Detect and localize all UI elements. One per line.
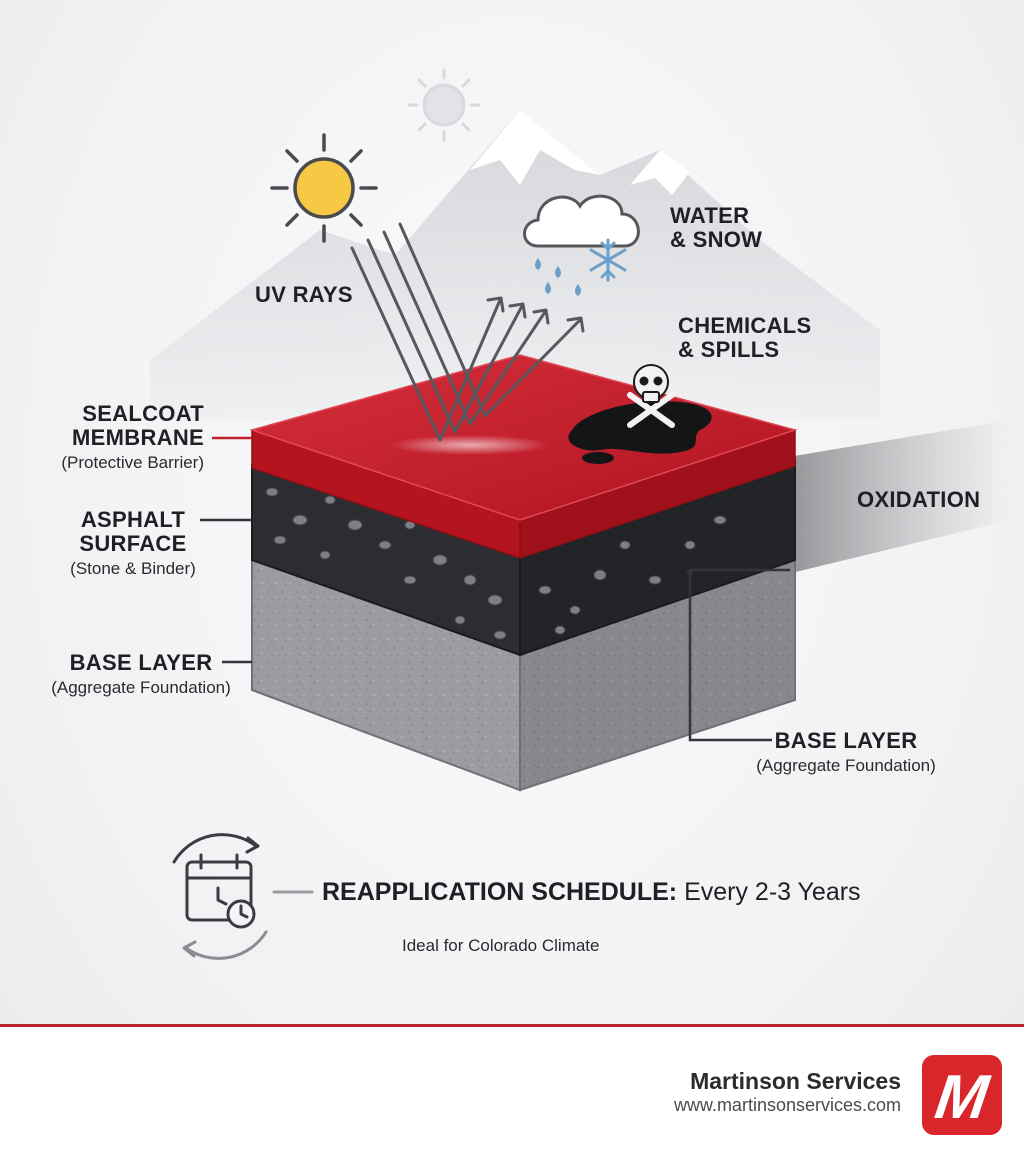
- sun-icon: [270, 133, 378, 243]
- skull-crossbones-icon: [627, 364, 675, 428]
- logo-letter: M: [931, 1062, 993, 1132]
- base-right-sublabel: (Aggregate Foundation): [756, 755, 936, 775]
- calendar-clock-icon: [172, 833, 314, 960]
- base-left-sublabel: (Aggregate Foundation): [51, 677, 231, 697]
- base-layer-left-label: BASE LAYER (Aggregate Foundation): [30, 651, 252, 697]
- logo-icon: M: [922, 1055, 1002, 1135]
- schedule-value: Every 2-3 Years: [684, 878, 861, 906]
- sealcoat-label-line2: MEMBRANE: [72, 424, 204, 450]
- chemicals-spills-label: CHEMICALS & SPILLS: [678, 314, 811, 362]
- sealcoat-sublabel: (Protective Barrier): [61, 452, 204, 472]
- water-snow-label-line2: & SNOW: [670, 226, 763, 252]
- schedule-note: Ideal for Colorado Climate: [402, 936, 600, 955]
- uv-ray-arrows: [350, 222, 585, 442]
- mountains-background: [150, 110, 880, 420]
- asphalt-sublabel: (Stone & Binder): [70, 558, 196, 578]
- footer: Martinson Services www.martinsonservices…: [0, 1024, 1024, 1157]
- base-layer-right-label: BASE LAYER (Aggregate Foundation): [740, 729, 952, 775]
- snowflake-icon: [589, 238, 627, 282]
- uv-rays-label: UV RAYS: [255, 282, 353, 307]
- asphalt-label-line2: SURFACE: [79, 530, 187, 556]
- base-right-title: BASE LAYER: [774, 728, 918, 753]
- sealcoat-diagram: [150, 68, 1010, 960]
- asphalt-label-line1: ASPHALT: [80, 507, 186, 532]
- faint-sun-icon: [407, 68, 481, 142]
- sealcoat-label-line1: SEALCOAT: [82, 401, 204, 426]
- oxidation-label: OXIDATION: [857, 487, 981, 512]
- schedule-label: REAPPLICATION SCHEDULE:: [322, 878, 678, 906]
- water-snow-label: WATER & SNOW: [670, 204, 762, 252]
- asphalt-label: ASPHALT SURFACE (Stone & Binder): [40, 508, 226, 578]
- sealcoat-label: SEALCOAT MEMBRANE (Protective Barrier): [40, 402, 204, 472]
- water-snow-label-line1: WATER: [670, 203, 750, 228]
- reapplication-schedule: REAPPLICATION SCHEDULE: Every 2-3 Years: [322, 878, 861, 907]
- base-left-title: BASE LAYER: [69, 650, 213, 675]
- company-url[interactable]: www.martinsonservices.com: [673, 1095, 901, 1115]
- cloud-icon: [523, 194, 640, 296]
- chemical-spill: [568, 401, 712, 464]
- callout-lines: [200, 436, 790, 742]
- chemicals-label-line1: CHEMICALS: [678, 313, 812, 338]
- chemicals-label-line2: & SPILLS: [678, 336, 780, 362]
- company-name: Martinson Services: [690, 1068, 901, 1094]
